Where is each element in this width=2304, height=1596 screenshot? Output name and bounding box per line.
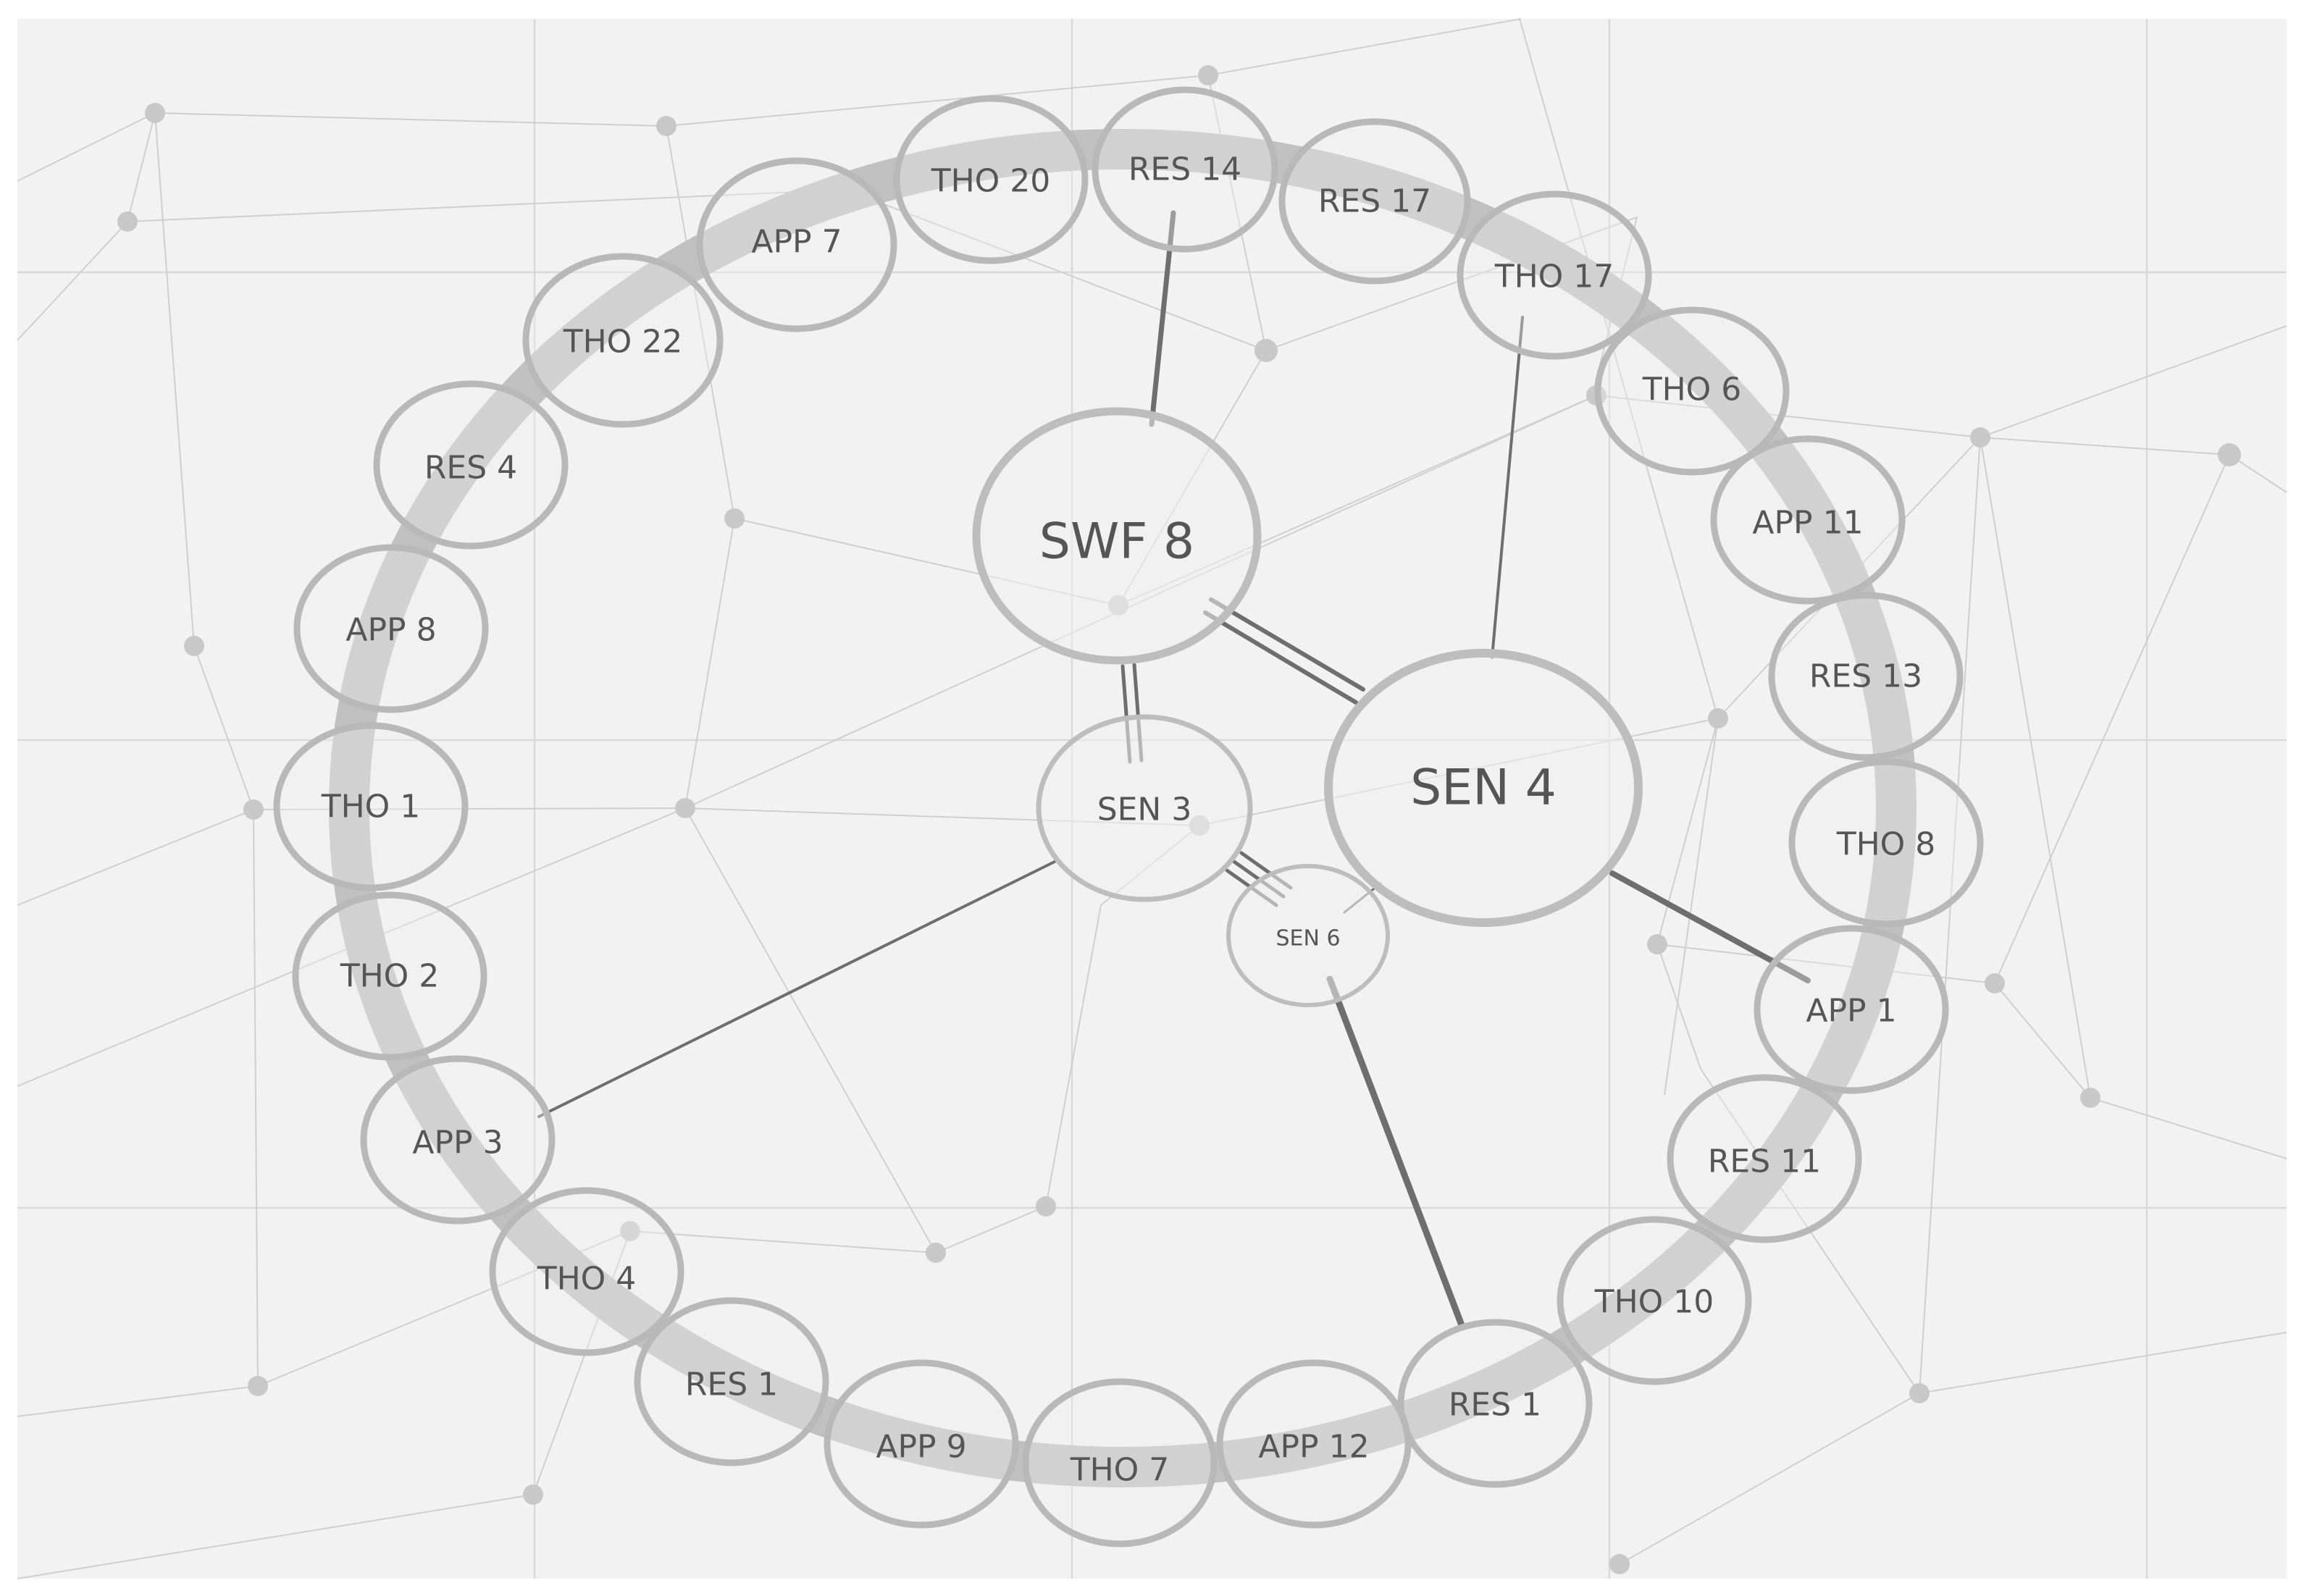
node-label-tho20: THO 20	[931, 163, 1051, 200]
node-label-tho4: THO 4	[537, 1261, 637, 1298]
node-res17[interactable]: RES 17	[1278, 118, 1471, 285]
node-label-sen4: SEN 4	[1410, 760, 1557, 817]
node-label-res17: RES 17	[1318, 183, 1431, 220]
node-label-tho1: THO 1	[321, 789, 421, 826]
node-tho20[interactable]: THO 20	[893, 95, 1089, 264]
node-label-tho7: THO 7	[1070, 1452, 1170, 1489]
node-tho8[interactable]: THO 8	[1788, 758, 1984, 928]
node-tho10[interactable]: THO 10	[1557, 1216, 1752, 1385]
node-label-tho6: THO 6	[1642, 371, 1742, 408]
node-label-res1-right: RES 1	[1449, 1387, 1541, 1424]
background-network	[17, 18, 2287, 1579]
node-label-swf8: SWF 8	[1039, 513, 1194, 571]
link-swf8-sen4-b	[1203, 610, 1358, 705]
outer-ring	[329, 129, 1916, 1487]
node-app1[interactable]: APP 1	[1754, 925, 1949, 1094]
node-tho1[interactable]: THO 1	[273, 722, 469, 891]
node-sen4[interactable]: SEN 4	[1324, 649, 1643, 927]
node-label-tho17: THO 17	[1494, 259, 1614, 295]
node-label-res4: RES 4	[424, 450, 517, 487]
node-swf8[interactable]: SWF 8	[972, 407, 1262, 665]
node-label-sen3: SEN 3	[1097, 791, 1192, 828]
node-label-tho8: THO 8	[1836, 826, 1936, 863]
node-app11[interactable]: APP 11	[1710, 435, 1906, 605]
node-tho4[interactable]: THO 4	[489, 1187, 684, 1356]
node-res11[interactable]: RES 11	[1667, 1074, 1862, 1243]
node-tho2[interactable]: THO 2	[292, 891, 487, 1061]
node-label-app3: APP 3	[412, 1125, 503, 1162]
node-app9[interactable]: APP 9	[824, 1359, 1019, 1529]
node-label-app9: APP 9	[876, 1429, 966, 1466]
node-label-tho10: THO 10	[1594, 1284, 1714, 1321]
node-label-app1: APP 1	[1806, 993, 1896, 1030]
node-label-app11: APP 11	[1752, 505, 1863, 542]
node-tho17[interactable]: THO 17	[1457, 190, 1652, 360]
node-res1-right[interactable]: RES 1	[1397, 1319, 1593, 1488]
node-app3[interactable]: APP 3	[360, 1055, 556, 1225]
link-swf8-sen4-a	[1209, 597, 1365, 692]
node-label-res11: RES 11	[1708, 1143, 1821, 1180]
node-label-tho22: THO 22	[563, 324, 683, 361]
node-tho22[interactable]: THO 22	[522, 253, 724, 428]
link-tho17-sen4	[1491, 316, 1524, 659]
node-label-res14: RES 14	[1128, 151, 1241, 188]
node-sen6[interactable]: SEN 6	[1226, 864, 1390, 1007]
node-app7[interactable]: APP 7	[696, 157, 897, 332]
node-label-res13: RES 13	[1809, 658, 1922, 695]
node-tho6[interactable]: THO 6	[1594, 306, 1790, 476]
node-res1-left[interactable]: RES 1	[634, 1297, 829, 1466]
node-res13[interactable]: RES 13	[1768, 592, 1964, 761]
node-res14[interactable]: RES 14	[1092, 86, 1278, 253]
node-tho7[interactable]: THO 7	[1022, 1378, 1218, 1547]
node-label-app12: APP 12	[1258, 1429, 1369, 1466]
node-label-app8: APP 8	[345, 612, 436, 649]
node-res4[interactable]: RES 4	[373, 380, 569, 550]
link-sen3-app3	[537, 860, 1056, 1118]
node-app8[interactable]: APP 8	[293, 544, 489, 713]
node-label-res1-left: RES 1	[685, 1366, 778, 1403]
node-label-sen6: SEN 6	[1275, 926, 1340, 952]
node-label-tho2: THO 2	[340, 958, 440, 995]
node-sen3[interactable]: SEN 3	[1036, 714, 1253, 902]
node-app12[interactable]: APP 12	[1216, 1359, 1412, 1529]
center-nodes: SWF 8 SEN 4 SEN 3 SEN 6	[972, 407, 1643, 1007]
ring-nodes: THO 20 RES 14 RES 17 THO 17 THO 6 APP 11…	[273, 86, 1984, 1547]
link-sen6-res1	[1326, 975, 1465, 1329]
node-label-app7: APP 7	[751, 224, 842, 261]
